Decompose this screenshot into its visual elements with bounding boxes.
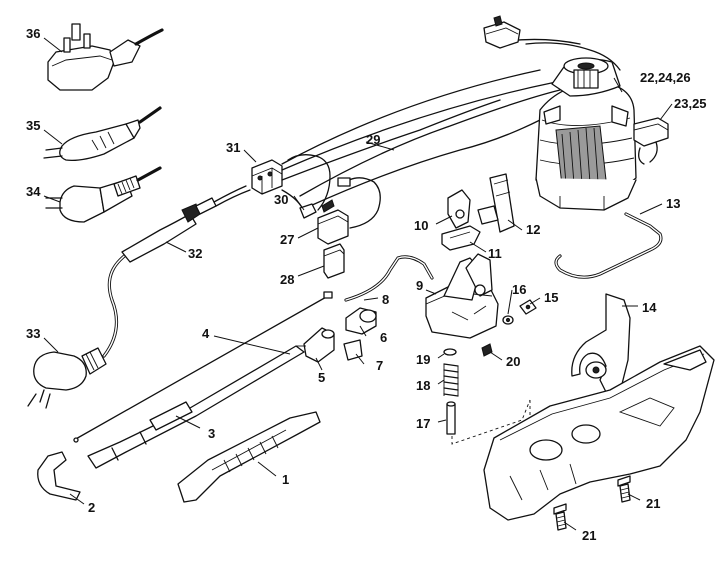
callout-5: 5 bbox=[318, 370, 325, 385]
callout-15: 15 bbox=[544, 290, 558, 305]
callout-9: 9 bbox=[416, 278, 423, 293]
callout-2: 2 bbox=[88, 500, 95, 515]
trigger-lever-3 bbox=[87, 345, 305, 469]
connector-30 bbox=[281, 154, 381, 229]
connection-wires-29 bbox=[281, 38, 621, 207]
terminal-block-31 bbox=[251, 159, 283, 195]
callout-1: 1 bbox=[282, 472, 289, 487]
switch-27 bbox=[317, 199, 349, 245]
sleeve-5 bbox=[296, 327, 335, 363]
australian-plug-33 bbox=[27, 347, 107, 409]
callout-22-24-26: 22,24,26 bbox=[640, 70, 691, 85]
callout-14: 14 bbox=[642, 300, 657, 315]
clip-20 bbox=[481, 343, 493, 357]
callout-labels: 36 35 34 33 32 31 30 29 27 28 22,24,26 2… bbox=[26, 26, 707, 543]
brush-holder-top bbox=[483, 15, 521, 49]
screw-21-lower bbox=[553, 503, 567, 531]
callout-23-25: 23,25 bbox=[674, 96, 707, 111]
euro-plug-35 bbox=[43, 106, 162, 162]
handle-grip-1 bbox=[177, 411, 321, 503]
callout-35: 35 bbox=[26, 118, 40, 133]
callout-18: 18 bbox=[416, 378, 430, 393]
capacitor-28 bbox=[323, 243, 345, 279]
slide-11 bbox=[441, 225, 481, 251]
ring-19 bbox=[443, 348, 457, 356]
leader-lines bbox=[43, 37, 673, 531]
callout-16: 16 bbox=[512, 282, 526, 297]
mount-14 bbox=[571, 293, 631, 397]
callout-4: 4 bbox=[202, 326, 210, 341]
callout-17: 17 bbox=[416, 416, 430, 431]
washer-15 bbox=[519, 299, 537, 315]
callout-33: 33 bbox=[26, 326, 40, 341]
motor-22-24-26 bbox=[535, 57, 637, 211]
callout-7: 7 bbox=[376, 358, 383, 373]
rod-4 bbox=[73, 291, 333, 443]
callout-3: 3 bbox=[208, 426, 215, 441]
callout-10: 10 bbox=[414, 218, 428, 233]
callout-12: 12 bbox=[526, 222, 540, 237]
callout-28: 28 bbox=[280, 272, 294, 287]
bracket-2 bbox=[37, 451, 81, 501]
bushing-6 bbox=[345, 307, 377, 335]
callout-27: 27 bbox=[280, 232, 294, 247]
screw-21-right bbox=[617, 475, 631, 503]
mains-cable-32 bbox=[102, 185, 251, 358]
spring-18 bbox=[443, 363, 459, 397]
callout-21-lower: 21 bbox=[582, 528, 596, 543]
callout-20: 20 bbox=[506, 354, 520, 369]
callout-32: 32 bbox=[188, 246, 202, 261]
base-housing bbox=[483, 345, 715, 521]
carbon-brush-23-25 bbox=[633, 117, 669, 165]
callout-34: 34 bbox=[26, 184, 41, 199]
pin-17 bbox=[446, 401, 456, 435]
uk-plug-36 bbox=[47, 23, 164, 91]
nut-16 bbox=[502, 315, 514, 325]
callout-29: 29 bbox=[366, 132, 380, 147]
callout-31: 31 bbox=[226, 140, 240, 155]
callout-6: 6 bbox=[380, 330, 387, 345]
callout-36: 36 bbox=[26, 26, 40, 41]
callout-19: 19 bbox=[416, 352, 430, 367]
switch-block-9 bbox=[425, 253, 499, 339]
actuating-rod-8 bbox=[344, 255, 434, 302]
lever-10 bbox=[447, 189, 471, 229]
rod-13 bbox=[554, 212, 663, 279]
schuko-plug-34 bbox=[45, 166, 162, 223]
switch-lever-12 bbox=[477, 173, 515, 233]
callout-21-right: 21 bbox=[646, 496, 660, 511]
callout-30: 30 bbox=[274, 192, 288, 207]
clip-7 bbox=[343, 339, 363, 361]
callout-8: 8 bbox=[382, 292, 389, 307]
callout-13: 13 bbox=[666, 196, 680, 211]
callout-11: 11 bbox=[488, 246, 502, 261]
